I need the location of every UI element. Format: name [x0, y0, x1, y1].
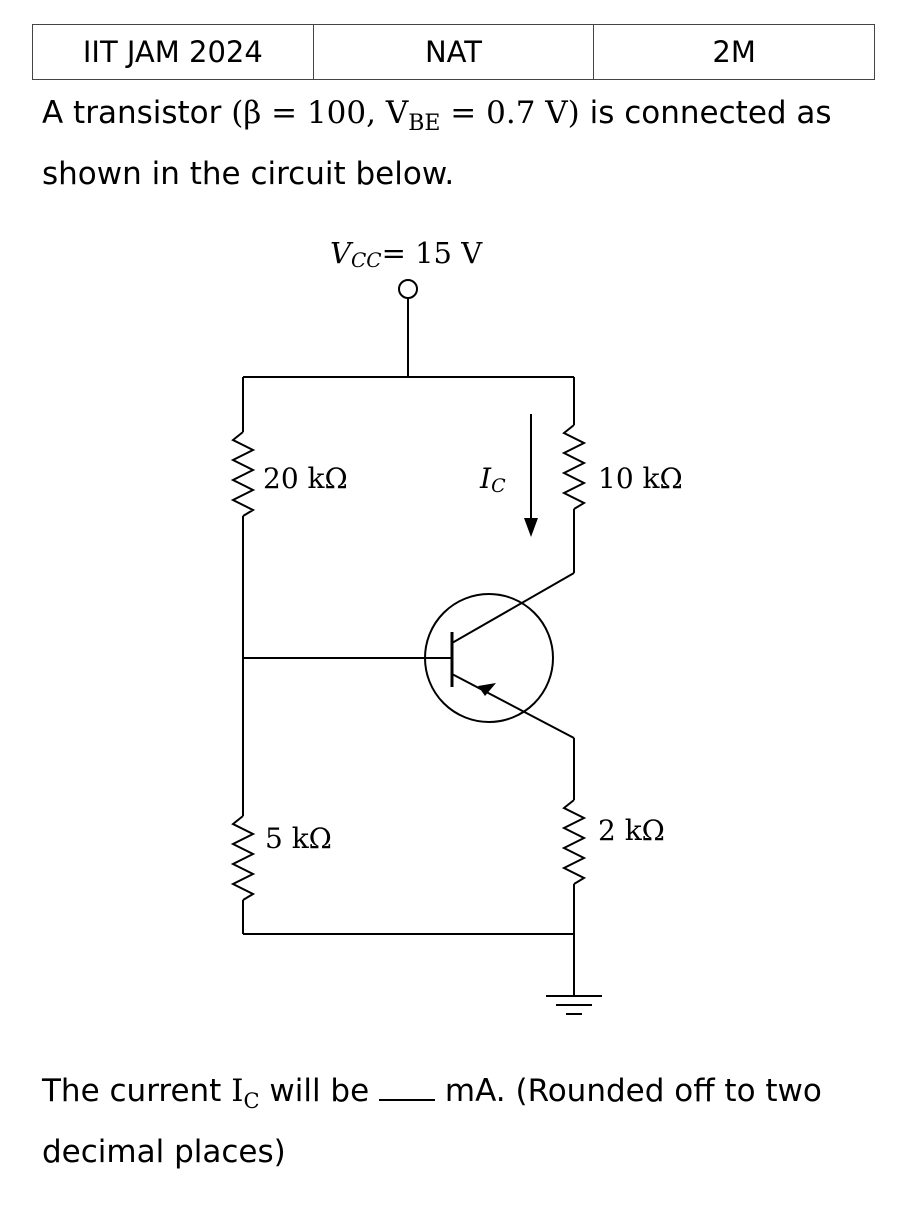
r2-label: 5 kΩ [265, 822, 332, 855]
header-table: IIT JAM 2024 NAT 2M [32, 24, 875, 80]
answer-text: The current IC will be mA. (Rounded off … [42, 1066, 882, 1178]
emitter-arrow-head [478, 683, 496, 696]
header-row: IIT JAM 2024 NAT 2M [32, 24, 875, 80]
re-label: 2 kΩ [598, 814, 665, 847]
header-marks: 2M [593, 24, 875, 80]
resistor-r1 [230, 431, 256, 517]
question-text: A transistor (β = 100, VBE = 0.7 V) is c… [42, 88, 882, 200]
transistor-collector-lead [451, 572, 575, 644]
ic-label: IC [479, 462, 506, 497]
header-exam: IIT JAM 2024 [32, 24, 314, 80]
answer-prefix: The current [42, 1073, 232, 1109]
transistor-emitter-lead [451, 673, 575, 739]
rc-label: 10 kΩ [598, 462, 683, 495]
resistor-re [561, 799, 587, 885]
circuit-diagram: VCC= 15 V 20 kΩ 5 kΩ 10 kΩ 2 kΩ IC [230, 236, 683, 1015]
answer-ic: IC [231, 1073, 260, 1114]
answer-blank[interactable] [379, 1073, 436, 1101]
transistor-body [424, 593, 554, 723]
answer-middle: will be [259, 1073, 380, 1109]
question-rest: is connected as shown in the circuit bel… [42, 95, 832, 193]
vcc-terminal [398, 279, 418, 299]
ic-arrow-head [524, 518, 538, 537]
question-intro: A transistor [42, 95, 222, 131]
header-type: NAT [312, 24, 595, 80]
resistor-rc [561, 424, 587, 510]
question-params: (β = 100, VBE = 0.7 V) [231, 95, 580, 137]
answer-suffix: mA. (Rounded off to two decimal places) [42, 1073, 822, 1171]
resistor-r2 [230, 815, 256, 901]
vcc-label: VCC= 15 V [330, 236, 483, 272]
r1-label: 20 kΩ [263, 462, 348, 495]
vbe-subscript: BE [408, 111, 441, 137]
